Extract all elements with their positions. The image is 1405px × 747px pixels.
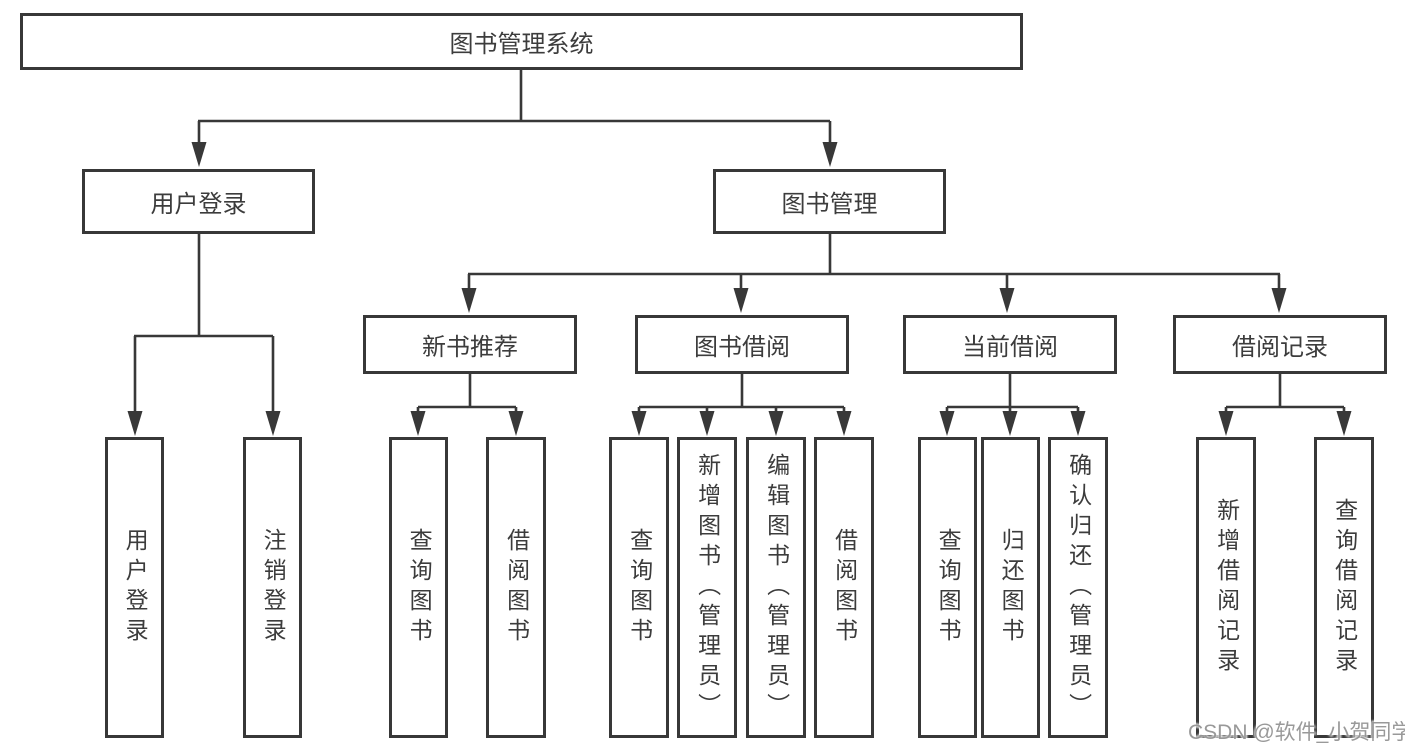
node-label: 用户登录	[150, 191, 247, 218]
arrow-down-icon	[265, 411, 281, 436]
arrow-down-icon	[699, 411, 715, 436]
node-root-label: 图书管理系统	[449, 31, 594, 58]
node-label: 注销登录	[260, 527, 287, 648]
arrow-down-icon	[822, 142, 838, 167]
node-root: 图书管理系统	[20, 13, 1023, 70]
arrow-down-icon	[410, 411, 426, 436]
arrow-down-icon	[1070, 411, 1086, 436]
arrow-down-icon	[1002, 411, 1018, 436]
leaf-user-login: 用户登录	[105, 437, 164, 738]
arrow-down-icon	[127, 411, 143, 436]
arrow-down-icon	[1218, 411, 1234, 436]
node-label: 用户登录	[122, 527, 149, 648]
leaf-confirm-return-admin: 确认归还（管理员）	[1048, 437, 1108, 738]
node-new-book-recommend: 新书推荐	[363, 315, 577, 374]
node-label: 借阅图书	[831, 527, 858, 648]
leaf-add-books-admin: 新增图书（管理员）	[677, 437, 737, 738]
node-user-login: 用户登录	[82, 169, 315, 234]
leaf-borrow-books: 借阅图书	[814, 437, 874, 738]
node-label: 查询借阅记录	[1331, 497, 1358, 678]
node-label: 编辑图书（管理员）	[763, 452, 790, 723]
arrow-down-icon	[631, 411, 647, 436]
node-label: 图书借阅	[694, 334, 790, 361]
node-label: 归还图书	[998, 527, 1025, 648]
leaf-query-books-current: 查询图书	[918, 437, 977, 738]
node-label: 借阅图书	[503, 527, 530, 648]
arrow-down-icon	[461, 288, 477, 313]
node-label: 查询图书	[406, 527, 433, 648]
leaf-add-borrow-record: 新增借阅记录	[1196, 437, 1256, 738]
node-current-borrow: 当前借阅	[903, 315, 1117, 374]
node-label: 图书管理	[781, 191, 878, 218]
leaf-logout: 注销登录	[243, 437, 302, 738]
leaf-borrow-books-recommend: 借阅图书	[486, 437, 546, 738]
leaf-query-books-borrow: 查询图书	[609, 437, 669, 738]
arrow-down-icon	[191, 142, 207, 167]
node-label: 新书推荐	[422, 334, 518, 361]
arrow-down-icon	[939, 411, 955, 436]
node-book-management: 图书管理	[713, 169, 946, 234]
node-label: 查询图书	[935, 527, 962, 648]
leaf-edit-books-admin: 编辑图书（管理员）	[746, 437, 806, 738]
node-label: 新增图书（管理员）	[694, 452, 721, 723]
node-label: 确认归还（管理员）	[1065, 452, 1092, 723]
csdn-watermark: CSDN @软件_小贺同学	[1188, 721, 1405, 744]
arrow-down-icon	[508, 411, 524, 436]
arrow-down-icon	[999, 288, 1015, 313]
leaf-query-books-recommend: 查询图书	[389, 437, 448, 738]
node-label: 借阅记录	[1232, 334, 1328, 361]
arrow-down-icon	[1336, 411, 1352, 436]
node-label: 当前借阅	[962, 334, 1058, 361]
node-book-borrow: 图书借阅	[635, 315, 849, 374]
arrow-down-icon	[1271, 288, 1287, 313]
connector-lines	[133, 69, 1346, 415]
node-label: 查询图书	[626, 527, 653, 648]
node-label: 新增借阅记录	[1213, 497, 1240, 678]
arrow-down-icon	[733, 288, 749, 313]
arrow-down-icon	[836, 411, 852, 436]
leaf-query-borrow-record: 查询借阅记录	[1314, 437, 1374, 738]
node-borrow-records: 借阅记录	[1173, 315, 1387, 374]
arrow-down-icon	[768, 411, 784, 436]
leaf-return-books: 归还图书	[981, 437, 1040, 738]
arrowheads	[127, 142, 1352, 436]
